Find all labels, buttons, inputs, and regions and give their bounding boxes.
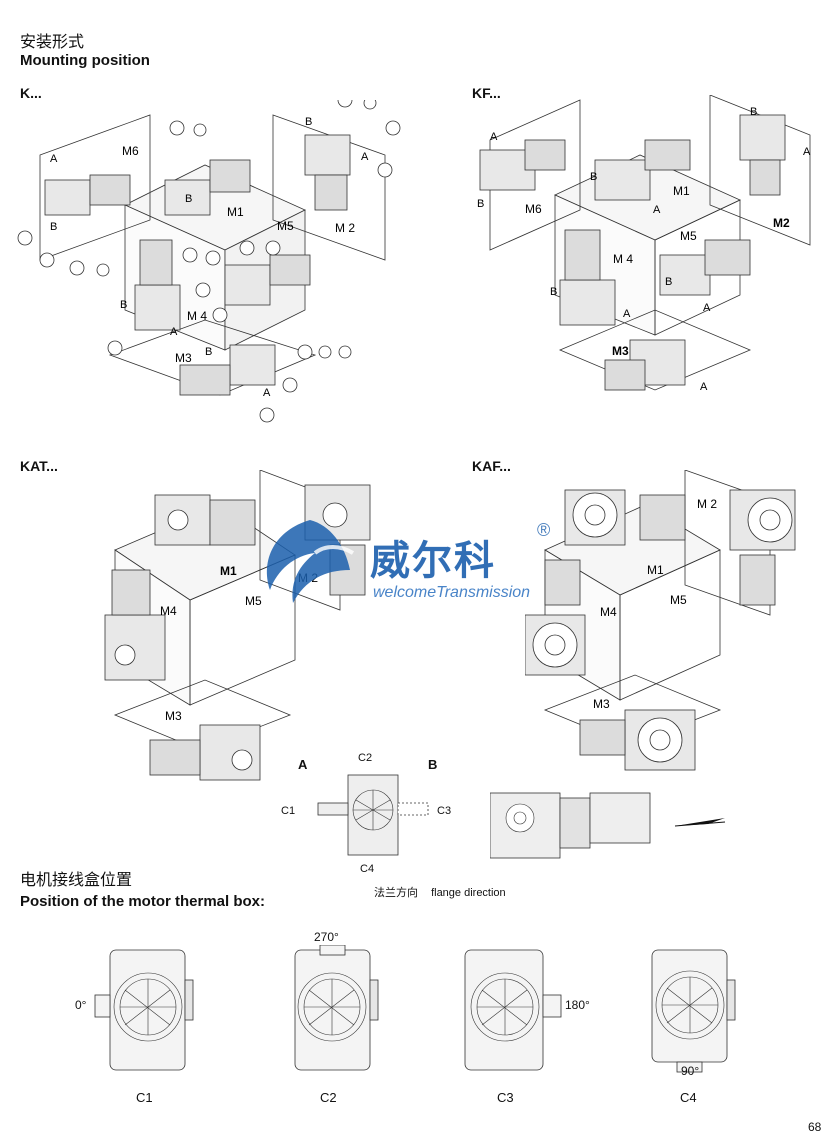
section-k: K... xyxy=(20,85,42,101)
k-side-a2: A xyxy=(361,151,369,163)
kaf-label-m2: M 2 xyxy=(697,497,717,511)
k-label-m6: M6 xyxy=(122,144,139,158)
k-side-a3: A xyxy=(170,326,178,338)
thermal-c4-label: C4 xyxy=(680,1090,697,1105)
flange-front-drawing xyxy=(317,774,429,856)
kf-side-b3: B xyxy=(750,106,757,118)
page-number: 68 xyxy=(808,1120,822,1134)
kf-label-m1: M1 xyxy=(673,184,690,198)
kat-label-m4: M4 xyxy=(160,604,177,618)
flange-label-b: B xyxy=(428,757,438,772)
kf-label-m5: M5 xyxy=(680,229,697,243)
section-kaf: KAF... xyxy=(472,458,511,474)
thermal-c2-label: C2 xyxy=(320,1090,337,1105)
k-side-a1: A xyxy=(50,153,58,165)
section-kat: KAT... xyxy=(20,458,58,474)
kf-label-m2: M2 xyxy=(773,216,790,230)
k-label-m5: M5 xyxy=(277,219,294,233)
registered-mark: ® xyxy=(537,520,551,540)
thermal-c1-label: C1 xyxy=(136,1090,153,1105)
kf-side-b4: B xyxy=(550,286,557,298)
kf-label-m4: M 4 xyxy=(613,252,633,266)
kaf-label-m1: M1 xyxy=(647,563,664,577)
flange-caption-cn: 法兰方向 xyxy=(374,886,418,899)
title-en: Mounting position xyxy=(20,52,150,69)
flange-c4: C4 xyxy=(360,863,375,875)
flange-c1: C1 xyxy=(281,805,296,817)
kf-side-a6: A xyxy=(700,381,708,393)
k-side-b5: B xyxy=(205,346,212,358)
brand-name: 威尔科 xyxy=(370,538,496,584)
kf-side-a4: A xyxy=(623,308,631,320)
thermal-c3-drawing xyxy=(464,949,562,1071)
flange-caption-en: flange direction xyxy=(431,887,506,899)
flange-caption: 法兰方向 flange direction xyxy=(374,884,506,900)
brand-watermark: 威尔科 ® welcomeTransmission xyxy=(255,510,575,610)
thermal-c1-drawing xyxy=(94,949,194,1071)
flange-side-drawing xyxy=(490,792,726,859)
brand-logo-icon xyxy=(266,520,355,603)
title-cn: 安装形式 xyxy=(20,32,85,51)
kat-label-m1: M1 xyxy=(220,564,237,578)
kf-side-a5: A xyxy=(703,302,711,314)
k-label-m3: M3 xyxy=(175,351,192,365)
k-label-m1: M1 xyxy=(227,205,244,219)
flange-c2: C2 xyxy=(358,752,373,764)
brand-subtitle: welcomeTransmission xyxy=(373,584,531,601)
k-mounting-diagram: M6 M1 M5 M 2 M 4 M3 A B B B A B A B A xyxy=(17,100,401,423)
kf-side-b5: B xyxy=(665,276,672,288)
k-label-m4: M 4 xyxy=(187,309,207,323)
thermal-title-cn: 电机接线盒位置 xyxy=(20,870,133,889)
thermal-c2-angle: 270° xyxy=(314,930,339,944)
thermal-c3-angle: 180° xyxy=(565,998,590,1012)
kf-label-m6: M6 xyxy=(525,202,542,216)
thermal-c1-angle: 0° xyxy=(75,998,87,1012)
kf-mounting-diagram: M6 M1 M2 M 4 M5 M3 A B B A B A B A B A A xyxy=(477,95,811,393)
k-side-b4: B xyxy=(120,299,127,311)
thermal-c2-drawing xyxy=(294,945,379,1071)
kf-side-a3: A xyxy=(803,146,811,158)
kf-side-b1: B xyxy=(477,198,484,210)
thermal-title-en: Position of the motor thermal box: xyxy=(20,893,266,910)
k-side-b2: B xyxy=(185,193,192,205)
kaf-mounting-diagram: M1 M 2 M4 M5 M3 xyxy=(525,470,796,771)
kaf-label-m5: M5 xyxy=(670,593,687,607)
k-side-a4: A xyxy=(263,387,271,399)
flange-label-a: A xyxy=(298,757,308,772)
kat-label-m3: M3 xyxy=(165,709,182,723)
thermal-c3-label: C3 xyxy=(497,1090,514,1105)
kat-mounting-diagram: M1 M 2 M4 M5 M3 xyxy=(104,470,371,781)
kat-label-m5: M5 xyxy=(245,594,262,608)
kf-side-a2: A xyxy=(653,204,661,216)
kaf-label-m3: M3 xyxy=(593,697,610,711)
kaf-label-m4: M4 xyxy=(600,605,617,619)
section-kf: KF... xyxy=(472,85,501,101)
k-side-b1: B xyxy=(50,221,57,233)
flange-c3: C3 xyxy=(437,805,452,817)
thermal-c4-drawing xyxy=(651,949,736,1073)
kf-side-b2: B xyxy=(590,171,597,183)
thermal-c4-angle: 90° xyxy=(681,1064,700,1078)
kf-side-a1: A xyxy=(490,131,498,143)
k-side-b3: B xyxy=(305,116,312,128)
kf-label-m3: M3 xyxy=(612,344,629,358)
k-label-m2: M 2 xyxy=(335,221,355,235)
